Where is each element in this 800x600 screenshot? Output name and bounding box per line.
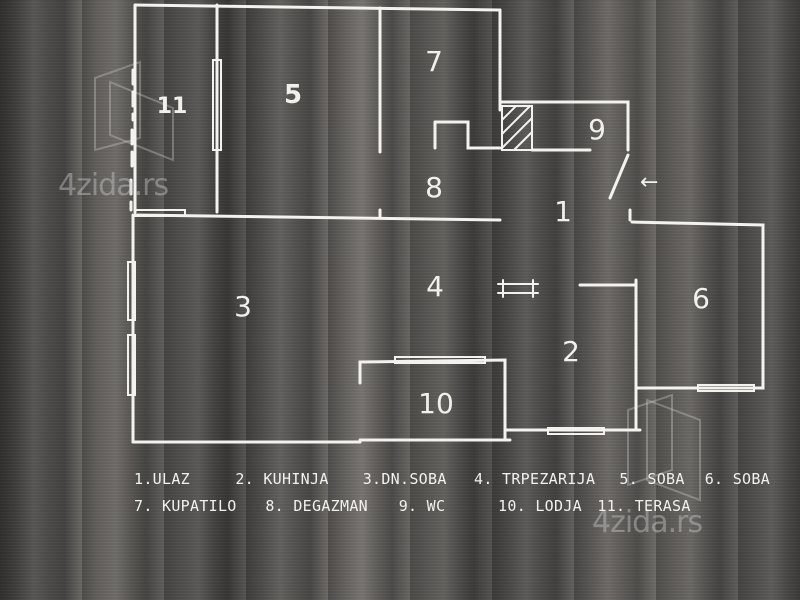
room-number-6: 6 <box>692 282 710 315</box>
legend-item: 4. TRPEZARIJA <box>474 470 596 488</box>
legend-item: 10. LODJA <box>498 497 583 515</box>
room-number-11: 11 <box>156 94 188 119</box>
legend-item: 3.DN.SOBA <box>362 470 447 488</box>
legend-item: 9. WC <box>398 497 446 515</box>
windows <box>127 59 755 435</box>
room-number-9: 9 <box>588 113 606 146</box>
watermark-text: 4zida.rs <box>592 505 703 540</box>
legend-item: 2. KUHINJA <box>235 470 329 488</box>
room-number-1: 1 <box>554 195 572 228</box>
room-number-8: 8 <box>425 171 443 204</box>
legend-item: 7. KUPATILO <box>134 497 237 515</box>
legend-item: 11. TERASA <box>597 497 691 515</box>
legend-item: 6. SOBA <box>704 470 771 488</box>
room-number-10: 10 <box>418 387 454 420</box>
room-number-2: 2 <box>562 335 580 368</box>
legend-row-1: 1.ULAZ 2. KUHINJA 3.DN.SOBA 4. TRPEZARIJ… <box>134 470 770 488</box>
watermark-logo-icon <box>94 60 701 502</box>
room-number-3: 3 <box>234 290 252 323</box>
watermark-text: 4zida.rs <box>58 168 169 203</box>
room-number-7: 7 <box>425 45 443 78</box>
legend-item: 8. DEGAZMAN <box>265 497 368 515</box>
room-number-4: 4 <box>426 270 444 303</box>
chimney-hatched <box>501 105 533 151</box>
legend-row-2: 7. KUPATILO 8. DEGAZMAN 9. WC 10. LODJA … <box>134 497 691 515</box>
entry-arrow-icon: ← <box>640 170 659 195</box>
legend-item: 5. SOBA <box>619 470 685 488</box>
legend-item: 1.ULAZ <box>134 470 190 488</box>
walls <box>129 3 765 444</box>
room-number-5: 5 <box>283 80 303 110</box>
